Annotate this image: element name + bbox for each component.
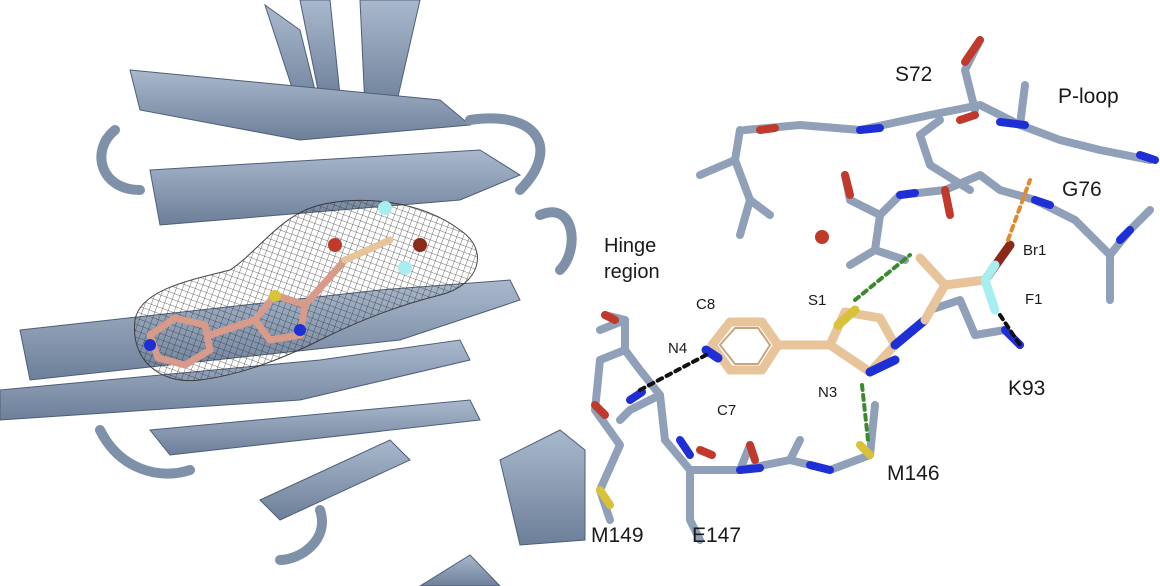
water-molecule <box>815 230 829 244</box>
ligand-sticks <box>701 240 1015 377</box>
electron-density-mesh <box>133 199 478 382</box>
label-m149: M149 <box>591 524 644 547</box>
halogen-bond-br1-g76 <box>1006 178 1032 242</box>
protein-cartoon-panel <box>0 0 586 586</box>
label-f1: F1 <box>1025 291 1043 308</box>
label-n4: N4 <box>668 340 688 357</box>
hbond-s1-water <box>853 253 912 302</box>
beta-sheet-upper <box>129 69 472 141</box>
label-hinge-region: Hinge region <box>604 233 660 285</box>
beta-sheet-lower-2 <box>0 339 471 421</box>
hbond-n3-m146 <box>860 383 870 442</box>
loop-bottom <box>95 425 195 479</box>
label-k93: K93 <box>1008 377 1046 400</box>
label-p-loop: P-loop <box>1058 85 1119 108</box>
label-g76: G76 <box>1062 178 1102 201</box>
beta-sheet-mid <box>149 149 522 226</box>
hbond-n4-hinge <box>638 353 708 392</box>
beta-sheet-bottom <box>149 399 481 456</box>
label-c7: C7 <box>717 402 737 419</box>
hinge-line-1: Hinge <box>604 235 657 257</box>
label-n3: N3 <box>818 384 838 401</box>
label-e147: E147 <box>692 524 742 547</box>
loop-far-right <box>535 207 577 275</box>
loop-right-top <box>465 113 546 195</box>
label-s1: S1 <box>808 292 827 309</box>
helix-bottom-right-2 <box>419 554 501 586</box>
loop-left <box>96 125 145 195</box>
label-s72: S72 <box>895 63 933 86</box>
ligand-sticks-left <box>144 201 427 369</box>
label-c8: C8 <box>696 296 716 313</box>
protein-sticks <box>591 36 1154 544</box>
helix-bottom-right <box>499 429 586 546</box>
label-m146: M146 <box>887 462 940 485</box>
loop-bottom-2 <box>275 505 327 565</box>
beta-strand-lower-right <box>259 439 411 521</box>
binding-site-panel <box>591 36 1159 544</box>
hinge-line-2: region <box>604 261 660 283</box>
label-br1: Br1 <box>1023 242 1047 259</box>
interaction-lines <box>638 178 1032 442</box>
contact-f1-k93 <box>998 313 1022 347</box>
